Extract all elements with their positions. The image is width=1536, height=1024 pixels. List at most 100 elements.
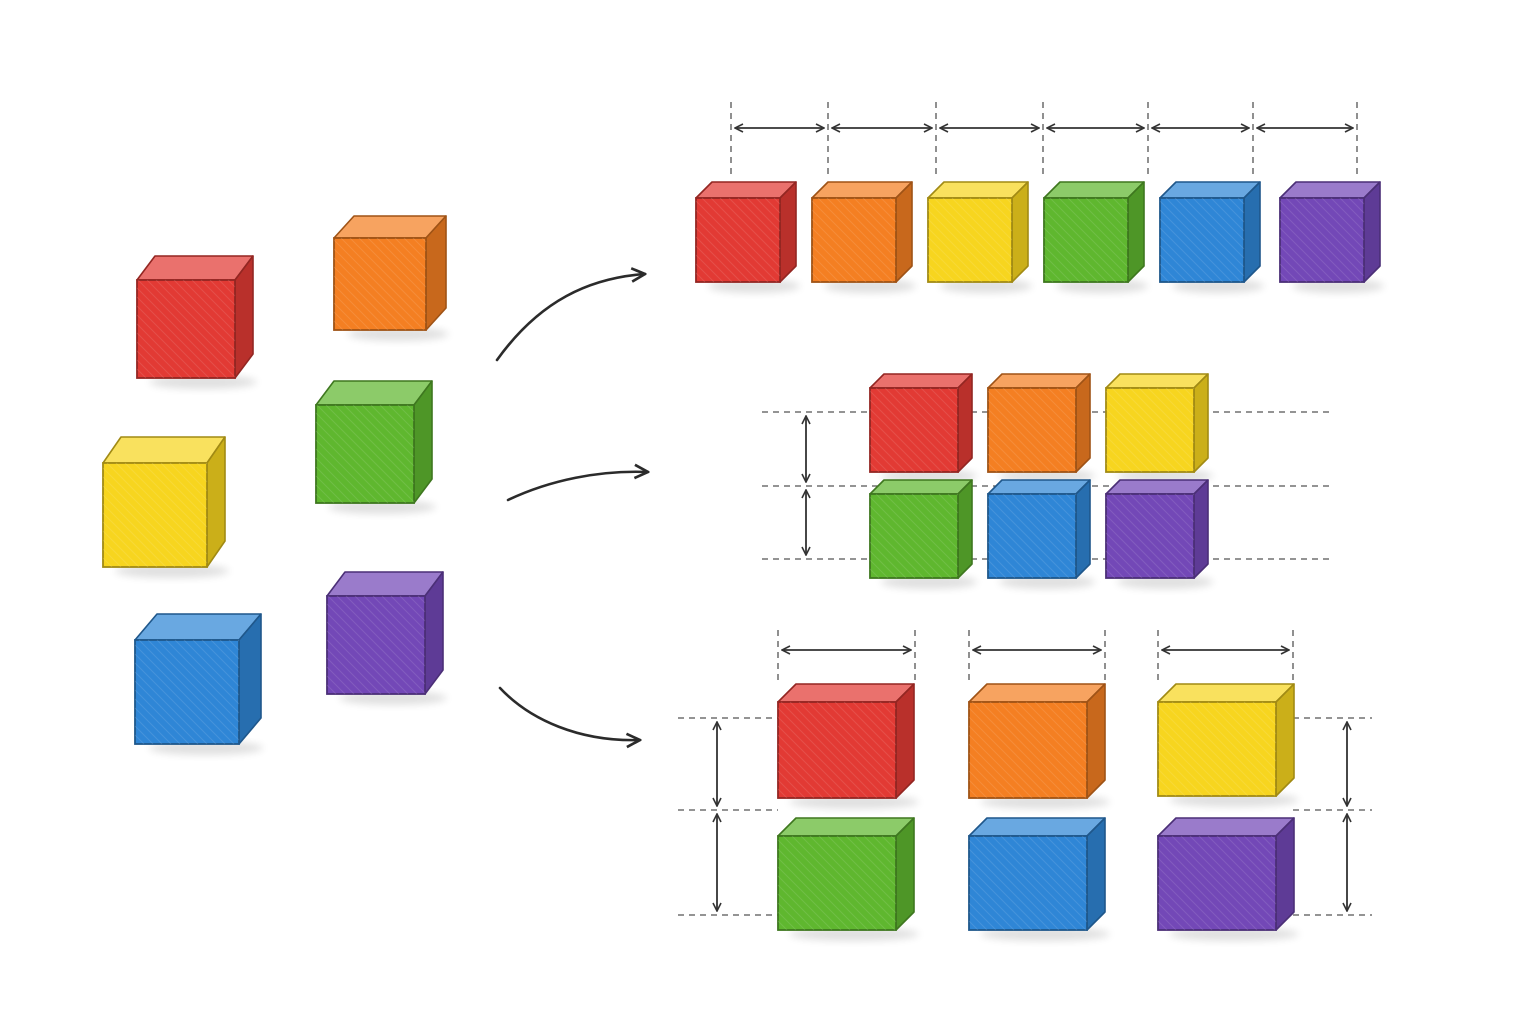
two-rows-block-orange-texture — [987, 387, 1077, 473]
row-block-red-side-face — [779, 181, 797, 283]
row-block-purple-side-face — [1363, 181, 1381, 283]
grid-block-blue-side-face — [1086, 817, 1106, 931]
grid-block-blue-texture — [968, 835, 1088, 931]
grid-block-green-texture — [777, 835, 897, 931]
row-block-yellow-top-face — [927, 181, 1029, 199]
grid-block-yellow-texture — [1157, 701, 1277, 797]
grid-block-orange-top-face — [968, 683, 1106, 703]
grid-block-green-side-face — [895, 817, 915, 931]
scattered-block-red-front-face — [136, 279, 236, 379]
two-rows-block-yellow-side-face — [1193, 373, 1209, 473]
grid-block-yellow-front-face — [1157, 701, 1277, 797]
row-block-purple — [1279, 181, 1381, 283]
two-rows-block-blue-top-face — [987, 479, 1091, 495]
row-block-blue-top-face — [1159, 181, 1261, 199]
grid-block-green-front-face — [777, 835, 897, 931]
scattered-block-red-texture — [136, 279, 236, 379]
row-block-orange-side-face — [895, 181, 913, 283]
scattered-block-purple — [326, 571, 444, 695]
two-rows-block-yellow-top-face — [1105, 373, 1209, 389]
curved-arrow-icon-3 — [498, 686, 640, 740]
scattered-block-yellow-top-face — [102, 436, 226, 464]
grid-block-purple-texture — [1157, 835, 1277, 931]
row-block-yellow-front-face — [927, 197, 1013, 283]
row-block-yellow-side-face — [1011, 181, 1029, 283]
grid-block-purple-top-face — [1157, 817, 1295, 837]
scattered-block-yellow — [102, 436, 226, 568]
grid-block-green — [777, 817, 915, 931]
two-rows-block-blue — [987, 479, 1091, 579]
row-block-red-texture — [695, 197, 781, 283]
grid-block-blue-top-face — [968, 817, 1106, 837]
scattered-block-yellow-front-face — [102, 462, 208, 568]
grid-block-blue — [968, 817, 1106, 931]
two-rows-block-yellow-texture — [1105, 387, 1195, 473]
scattered-block-blue-texture — [134, 639, 240, 745]
two-rows-block-green — [869, 479, 973, 579]
row-block-green-top-face — [1043, 181, 1145, 199]
two-rows-block-purple — [1105, 479, 1209, 579]
two-rows-block-purple-texture — [1105, 493, 1195, 579]
row-block-green-side-face — [1127, 181, 1145, 283]
scattered-block-blue-front-face — [134, 639, 240, 745]
two-rows-block-green-front-face — [869, 493, 959, 579]
grid-block-blue-front-face — [968, 835, 1088, 931]
row-block-blue-texture — [1159, 197, 1245, 283]
grid-block-yellow-side-face — [1275, 683, 1295, 797]
dimension-guides — [678, 102, 1372, 916]
scattered-block-purple-texture — [326, 595, 426, 695]
row-block-blue — [1159, 181, 1261, 283]
scattered-block-blue — [134, 613, 262, 745]
row-block-yellow-texture — [927, 197, 1013, 283]
curved-arrow-icon-2 — [506, 472, 648, 502]
two-rows-block-yellow — [1105, 373, 1209, 473]
grid-block-purple-side-face — [1275, 817, 1295, 931]
two-rows-block-orange-side-face — [1075, 373, 1091, 473]
two-rows-block-red-texture — [869, 387, 959, 473]
blocks-layer — [102, 181, 1381, 931]
two-rows-block-blue-texture — [987, 493, 1077, 579]
row-block-blue-side-face — [1243, 181, 1261, 283]
grid-block-orange-front-face — [968, 701, 1088, 799]
two-rows-block-orange-front-face — [987, 387, 1077, 473]
two-rows-block-green-side-face — [957, 479, 973, 579]
scattered-block-red-top-face — [136, 255, 254, 281]
grid-block-red-front-face — [777, 701, 897, 799]
two-rows-block-blue-front-face — [987, 493, 1077, 579]
scattered-block-green-front-face — [315, 404, 415, 504]
scattered-block-orange — [333, 215, 447, 331]
grid-block-red-texture — [777, 701, 897, 799]
row-block-green-texture — [1043, 197, 1129, 283]
row-block-orange-texture — [811, 197, 897, 283]
grid-block-yellow — [1157, 683, 1295, 797]
scattered-block-red — [136, 255, 254, 379]
scattered-block-yellow-texture — [102, 462, 208, 568]
grid-block-orange — [968, 683, 1106, 799]
row-block-red-top-face — [695, 181, 797, 199]
two-rows-block-orange — [987, 373, 1091, 473]
two-rows-block-blue-side-face — [1075, 479, 1091, 579]
scattered-block-green-top-face — [315, 380, 433, 406]
row-block-yellow — [927, 181, 1029, 283]
scattered-block-purple-top-face — [326, 571, 444, 597]
flow-arrows — [495, 274, 648, 740]
grid-block-red-side-face — [895, 683, 915, 799]
two-rows-block-yellow-front-face — [1105, 387, 1195, 473]
scattered-block-green — [315, 380, 433, 504]
two-rows-block-red-front-face — [869, 387, 959, 473]
scattered-block-green-texture — [315, 404, 415, 504]
row-block-red — [695, 181, 797, 283]
two-rows-block-red — [869, 373, 973, 473]
grid-block-orange-texture — [968, 701, 1088, 799]
scattered-block-orange-front-face — [333, 237, 427, 331]
scattered-block-orange-texture — [333, 237, 427, 331]
row-block-orange-top-face — [811, 181, 913, 199]
row-block-orange-front-face — [811, 197, 897, 283]
row-block-blue-front-face — [1159, 197, 1245, 283]
grid-block-red — [777, 683, 915, 799]
row-block-purple-top-face — [1279, 181, 1381, 199]
row-block-red-front-face — [695, 197, 781, 283]
scattered-block-purple-front-face — [326, 595, 426, 695]
